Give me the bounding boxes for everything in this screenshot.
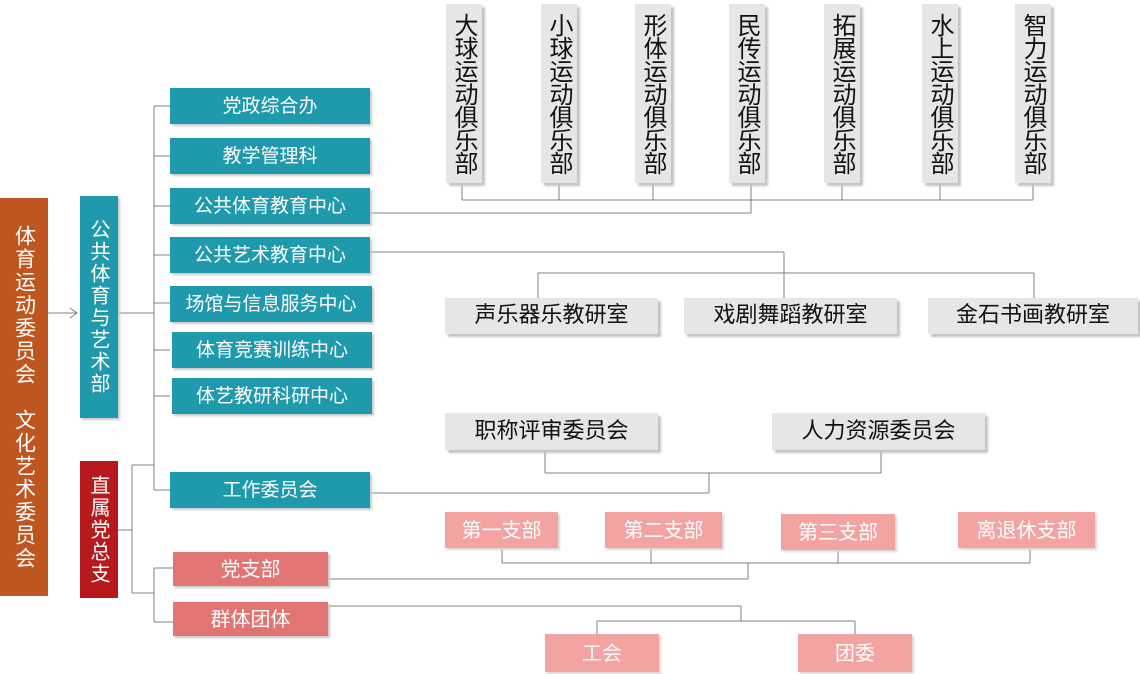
unit-box: 教学管理科 bbox=[170, 138, 370, 174]
unit-label: 党政综合办 bbox=[222, 94, 318, 117]
branch-label: 第一支部 bbox=[461, 518, 542, 542]
root-node: 体育运动委员会 文化艺术委员会 bbox=[0, 198, 48, 596]
club-box: 大球运动俱乐部 bbox=[446, 4, 482, 183]
club-label: 形体运动俱乐部 bbox=[639, 13, 667, 174]
club-label: 大球运动俱乐部 bbox=[450, 13, 478, 174]
studio-label: 金石书画教研室 bbox=[955, 303, 1110, 328]
club-label: 小球运动俱乐部 bbox=[545, 13, 573, 174]
branch-label: 第三支部 bbox=[798, 520, 878, 544]
branch-box: 第二支部 bbox=[605, 512, 722, 548]
studio-box: 金石书画教研室 bbox=[928, 298, 1138, 334]
branch-box: 第一支部 bbox=[445, 512, 558, 548]
branch-box: 第三支部 bbox=[781, 514, 895, 550]
mass-unit-label: 团委 bbox=[835, 641, 875, 665]
committee-label: 工作委员会 bbox=[222, 478, 318, 501]
party-branch-box: 党支部 bbox=[173, 552, 328, 586]
club-box: 民传运动俱乐部 bbox=[729, 4, 765, 183]
club-box: 水上运动俱乐部 bbox=[922, 4, 958, 183]
club-label: 水上运动俱乐部 bbox=[926, 13, 954, 174]
club-box: 小球运动俱乐部 bbox=[541, 4, 577, 183]
party-general-node: 直属党总支 bbox=[80, 461, 118, 598]
mass-org-label: 群体团体 bbox=[210, 607, 291, 631]
unit-label: 公共艺术教育中心 bbox=[193, 243, 346, 266]
unit-label: 公共体育教育中心 bbox=[193, 194, 346, 217]
mass-org-box: 群体团体 bbox=[173, 602, 328, 636]
unit-label: 体艺教研科研中心 bbox=[195, 384, 348, 407]
branch-label: 第二支部 bbox=[623, 518, 704, 542]
club-label: 智力运动俱乐部 bbox=[1019, 13, 1047, 174]
branch-box: 离退休支部 bbox=[958, 512, 1095, 548]
party-general-title: 直属党总支 bbox=[87, 474, 111, 585]
studio-label: 声乐器乐教研室 bbox=[474, 303, 629, 328]
unit-box: 公共体育教育中心 bbox=[170, 188, 370, 224]
studio-box: 戏剧舞蹈教研室 bbox=[684, 298, 897, 334]
unit-box: 体育竞赛训练中心 bbox=[172, 332, 372, 368]
unit-box: 场馆与信息服务中心 bbox=[170, 286, 372, 322]
club-label: 拓展运动俱乐部 bbox=[828, 13, 856, 174]
mass-unit-box: 工会 bbox=[545, 634, 659, 672]
club-box: 形体运动俱乐部 bbox=[635, 4, 671, 183]
sub-committee-label: 人力资源委员会 bbox=[801, 418, 956, 444]
sub-committee-box: 职称评审委员会 bbox=[445, 413, 658, 450]
sub-committee-label: 职称评审委员会 bbox=[474, 418, 629, 444]
branch-label: 离退休支部 bbox=[976, 518, 1077, 542]
studio-label: 戏剧舞蹈教研室 bbox=[713, 303, 868, 328]
sub-committee-box: 人力资源委员会 bbox=[772, 413, 985, 450]
unit-box: 党政综合办 bbox=[170, 88, 370, 124]
unit-box: 体艺教研科研中心 bbox=[172, 378, 372, 414]
unit-box: 公共艺术教育中心 bbox=[170, 237, 370, 273]
unit-label: 体育竞赛训练中心 bbox=[195, 338, 348, 361]
unit-label: 场馆与信息服务中心 bbox=[185, 292, 357, 315]
club-label: 民传运动俱乐部 bbox=[733, 13, 761, 174]
party-branch-label: 党支部 bbox=[220, 557, 281, 581]
studio-box: 声乐器乐教研室 bbox=[445, 298, 658, 334]
committee-box: 工作委员会 bbox=[170, 472, 370, 508]
mass-unit-box: 团委 bbox=[798, 634, 912, 672]
club-box: 智力运动俱乐部 bbox=[1015, 4, 1051, 183]
mass-unit-label: 工会 bbox=[582, 641, 622, 665]
root-title: 体育运动委员会 文化艺术委员会 bbox=[12, 224, 37, 570]
club-box: 拓展运动俱乐部 bbox=[824, 4, 860, 183]
unit-label: 教学管理科 bbox=[222, 144, 318, 167]
dept-title: 公共体育与艺术部 bbox=[87, 219, 111, 395]
dept-node: 公共体育与艺术部 bbox=[80, 196, 118, 418]
